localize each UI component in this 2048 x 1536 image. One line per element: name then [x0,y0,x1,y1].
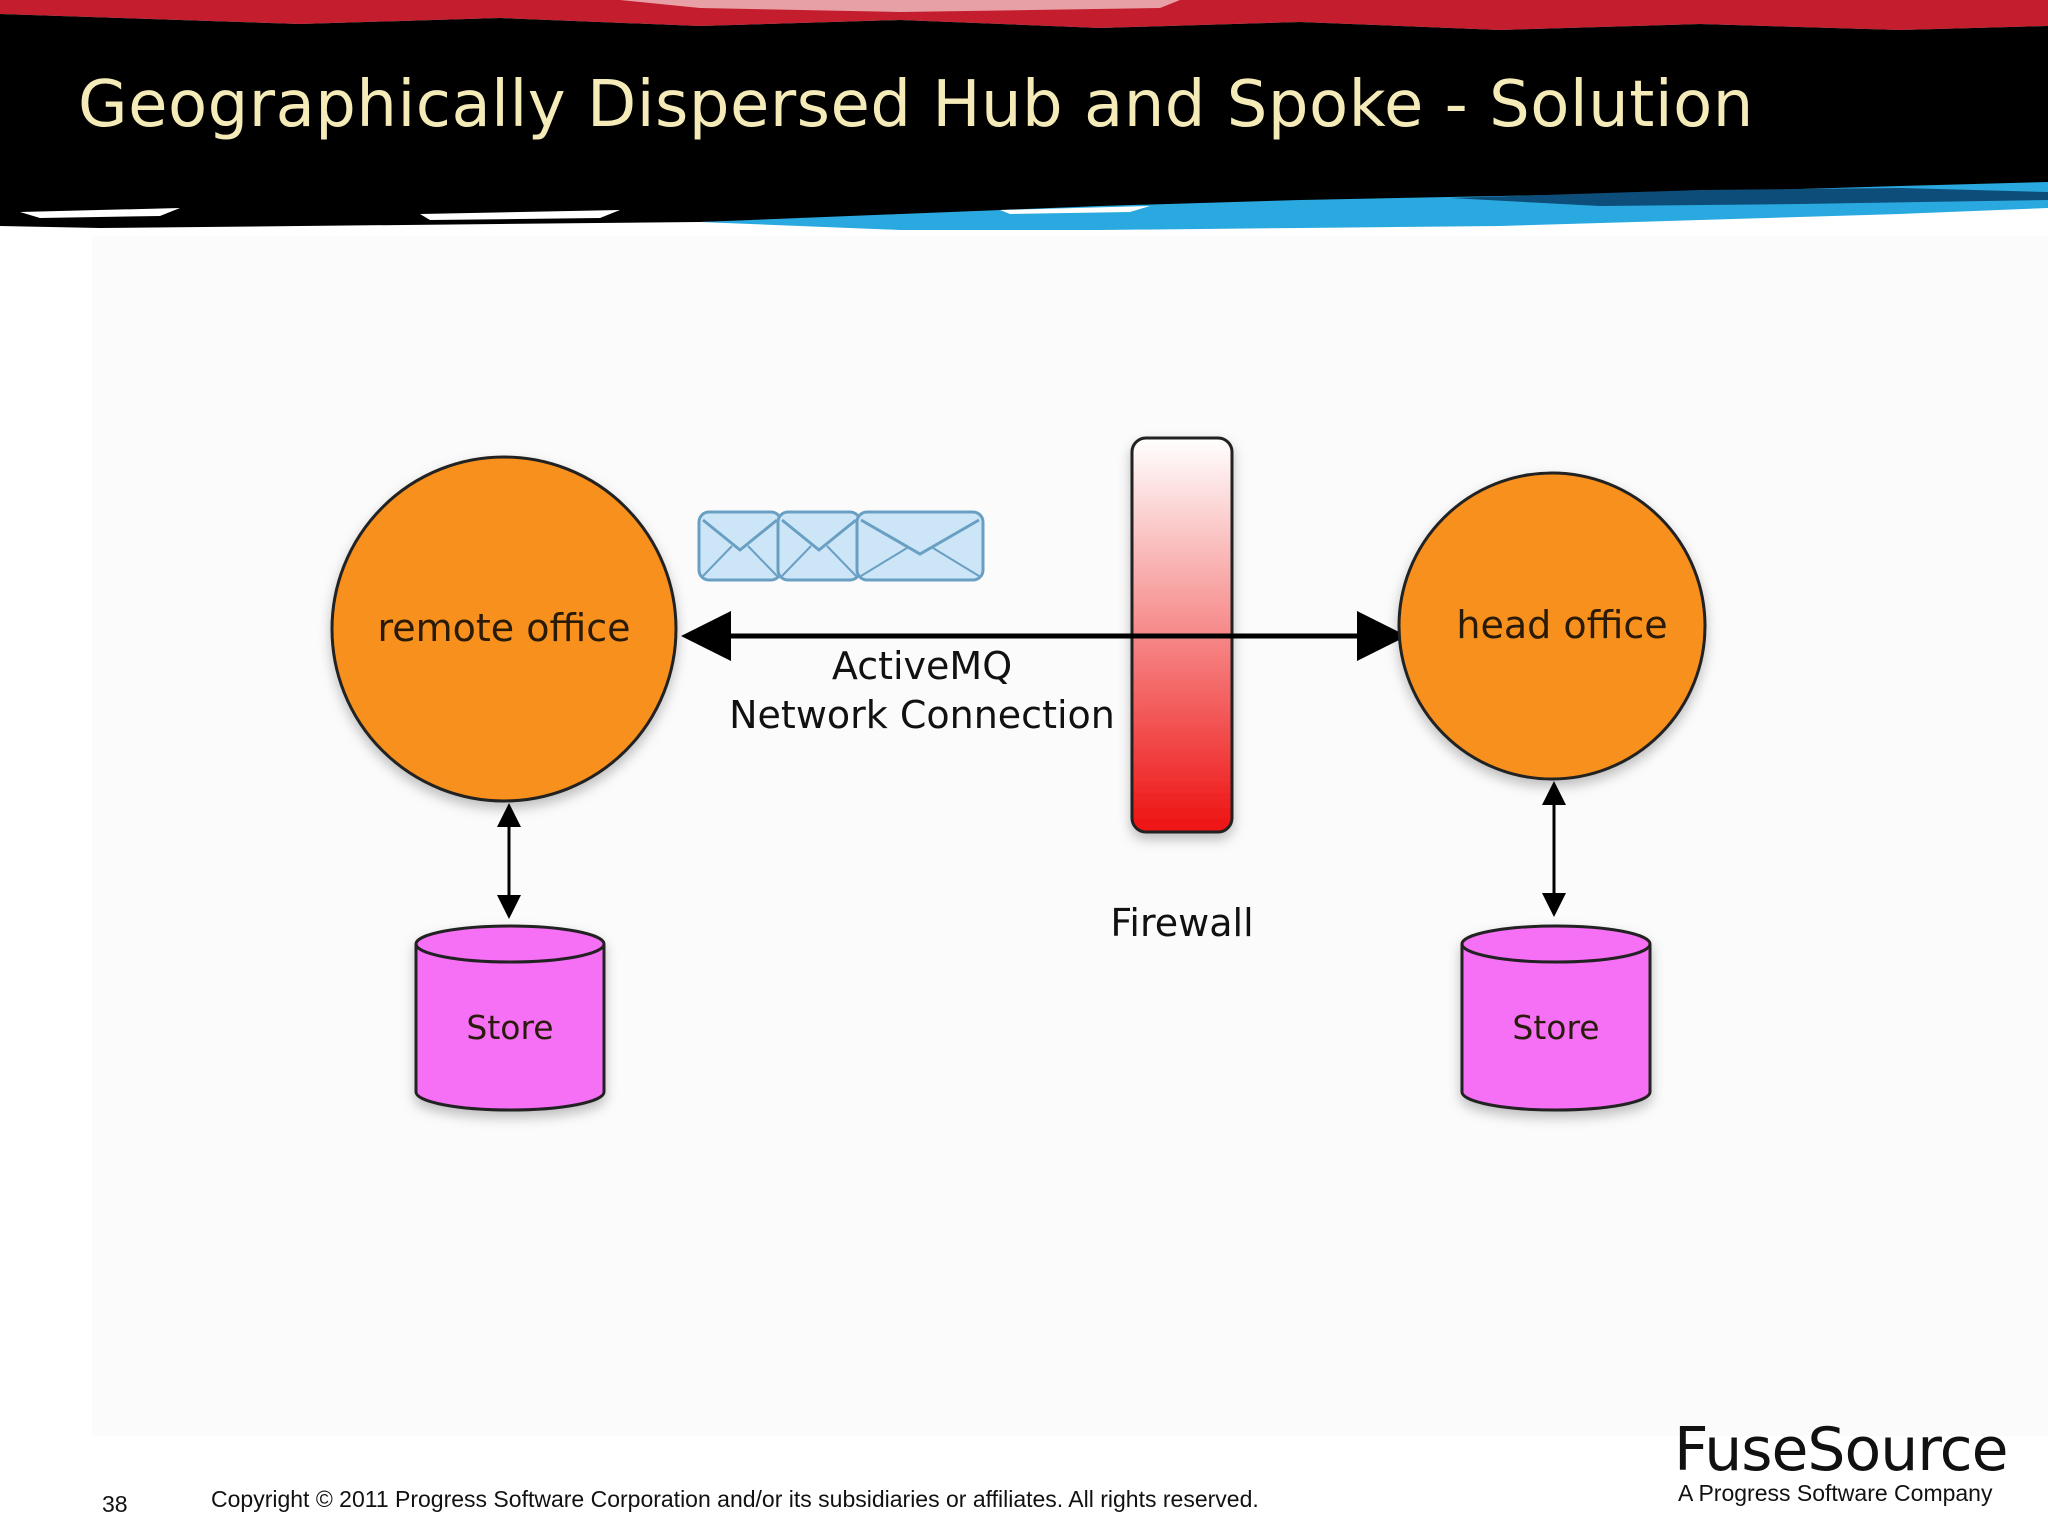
network-diagram: remote office head office Store Store Ac… [330,436,1707,1112]
connection-label-line1: ActiveMQ [832,644,1012,688]
slide-header: Geographically Dispersed Hub and Spoke -… [0,0,2048,235]
fusesource-logo: FuseSource [1674,1414,2009,1486]
envelope-icon [855,510,985,582]
remote-store-label: Store [466,1008,553,1047]
message-queue-icons [697,510,985,582]
remote-office-label: remote office [377,606,630,650]
remote-store-database: Store [414,924,606,1112]
connection-label-line2: Network Connection [729,693,1115,737]
logo-text: FuseSource [1674,1415,2009,1485]
brush-stroke-banner [0,0,2048,230]
slide-title: Geographically Dispersed Hub and Spoke -… [78,68,1754,142]
page-number: 38 [102,1491,128,1517]
firewall-label: Firewall [1110,901,1253,945]
head-office-label: head office [1456,603,1667,647]
copyright-notice: Copyright © 2011 Progress Software Corpo… [211,1486,1259,1512]
envelope-icon [697,510,783,582]
brand-tagline: A Progress Software Company [1678,1480,1993,1506]
diagram-panel: remote office head office Store Store Ac… [92,236,2048,1436]
head-store-database: Store [1460,924,1652,1112]
remote-office-node: remote office [330,455,678,803]
head-store-label: Store [1512,1008,1599,1047]
envelope-icon [776,510,862,582]
head-office-node: head office [1397,471,1707,781]
